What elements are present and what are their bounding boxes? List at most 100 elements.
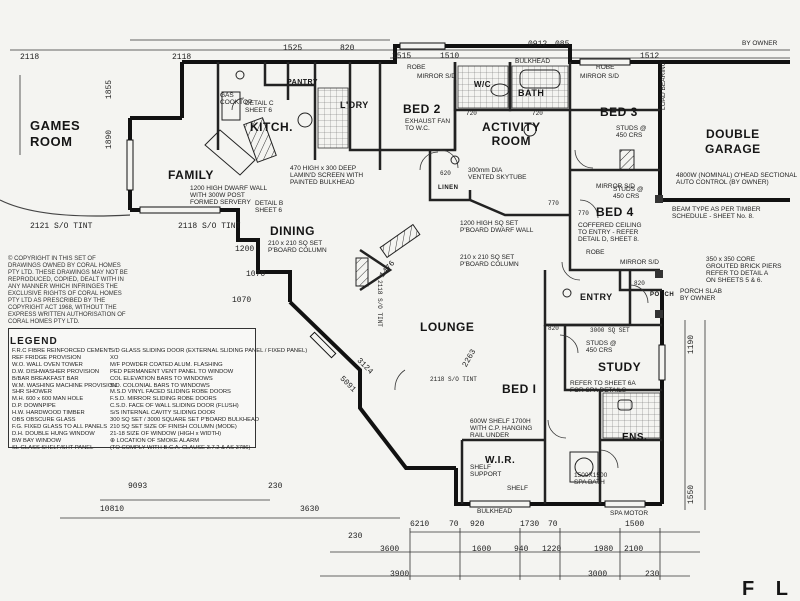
legend-item: M.S.D VINYL FACED SLIDING ROBE DOORS	[110, 389, 231, 396]
room-bed2: BED 2	[403, 102, 441, 116]
dimension: 770	[578, 210, 589, 217]
site-boundary	[0, 199, 131, 217]
legend-item: F.G. FIXED GLASS TO ALL PANELS	[12, 423, 108, 430]
label-detail-c: DETAIL C SHEET 6	[245, 100, 274, 114]
copyright-notice: © COPYRIGHT IN THIS SET OF DRAWINGS OWNE…	[8, 256, 128, 325]
dimension: 1515	[392, 52, 412, 61]
dimension: 1855	[105, 79, 115, 100]
label-detail-b: DETAIL B SHEET 6	[255, 200, 284, 214]
label-robe-3: ROBE	[586, 249, 605, 256]
hatched-screens	[243, 117, 635, 287]
legend-item: 210 SQ SET SIZE OF FINISH COLUMN (MODE)	[110, 423, 237, 430]
tiled-areas	[317, 65, 661, 439]
room-dining: DINING	[270, 224, 315, 238]
label-spa-bath: 1500X1500 SPA BATH	[574, 472, 608, 486]
dimension: 820	[340, 44, 355, 53]
dimension: 720	[466, 110, 477, 117]
legend-item: S.D. COLONIAL BARS TO WINDOWS	[110, 382, 210, 389]
dimension: 1980	[594, 545, 614, 554]
room-wir: W.I.R.	[485, 455, 516, 466]
room-garage: DOUBLE GARAGE	[705, 127, 761, 156]
label-lamin-screen: 470 HIGH x 300 DEEP LAMIN'D SCREEN WITH …	[290, 165, 364, 186]
dimension: 1510	[440, 52, 460, 61]
dimension: 6210	[410, 520, 430, 529]
label-studs-bed3: STUDS @ 450 CRS	[616, 125, 647, 139]
top-dimension-lines	[10, 39, 790, 59]
label-shelf-support: SHELF SUPPORT	[470, 464, 502, 478]
dimension: 0912	[528, 40, 548, 49]
legend-item: F.R.C FIBRE REINFORCED CEMENT	[12, 348, 112, 354]
dimension: 820	[634, 280, 645, 287]
legend-item: H.W. HARDWOOD TIMBER	[12, 410, 85, 417]
room-bed3: BED 3	[600, 105, 638, 119]
dimension: 770	[548, 200, 559, 207]
room-bed4: BED 4	[596, 205, 634, 219]
label-pboard-dwarf-wall: 1200 HIGH SQ SET P'BOARD DWARF WALL	[460, 220, 534, 234]
room-study: STUDY	[598, 360, 642, 374]
dimension: 1200	[235, 245, 255, 254]
legend-box	[8, 328, 256, 448]
label-exhaust-fan: EXHAUST FAN TO W.C.	[405, 118, 451, 132]
room-porch: PORCH	[650, 292, 675, 298]
dimension: 1500	[625, 520, 645, 529]
legend-item: OBS OBSCURE GLASS	[12, 417, 76, 423]
legend-item: B/BAR BREAKFAST BAR	[12, 375, 79, 382]
door-swings	[231, 97, 649, 469]
legend-item: SHR SHOWER	[12, 389, 52, 396]
room-bed1: BED I	[502, 382, 537, 396]
legend-item: M.H. 600 x 600 MAN HOLE	[12, 396, 84, 403]
legend-item: BW BAY WINDOW	[12, 437, 62, 444]
internal-walls	[216, 62, 662, 504]
dimension: 1070	[232, 296, 252, 305]
label-gas-cooktop: GAS COOKTOP	[220, 92, 253, 106]
dimension: 2118 S/O TINT	[178, 222, 241, 231]
dimension: 1730	[520, 520, 540, 529]
room-entry: ENTRY	[580, 292, 613, 302]
label-mirror-sd-3: MIRROR S/D	[596, 183, 635, 190]
label-pboard-column-2: 210 x 210 SQ SET P'BOARD COLUMN	[460, 254, 519, 268]
legend-item: PED PERMANENT VENT PANEL TO WINDOW	[110, 368, 234, 375]
dimension: 230	[268, 482, 283, 491]
dimension: 085	[555, 40, 570, 49]
external-walls	[128, 44, 790, 506]
dimension: 1550	[687, 484, 697, 505]
legend-item: S/D GLASS SLIDING DOOR (EXTERNAL SLIDING…	[110, 348, 308, 354]
label-spa-details: REFER TO SHEET 6A FOR SPA DETAILS	[570, 380, 636, 394]
legend-item: F.S.D. MIRROR SLIDING ROBE DOORS	[110, 396, 217, 403]
dimension: 1220	[542, 545, 562, 554]
legend-item: D.H. DOUBLE HUNG WINDOW	[12, 430, 95, 437]
dimension: 940	[514, 545, 529, 554]
dimension: 3900	[390, 570, 410, 579]
label-brick-piers: 350 x 350 CORE GROUTED BRICK PIERS REFER…	[706, 256, 782, 284]
label-garage-door: 4800W (NOMINAL) O'HEAD SECTIONAL AUTO CO…	[676, 172, 798, 186]
dimension: 1600	[472, 545, 492, 554]
label-beam-type: BEAM TYPE AS PER TIMBER SCHEDULE - SHEET…	[672, 206, 761, 220]
legend-item: 21-18 SIZE OF WINDOW (HIGH x WIDTH)	[110, 430, 222, 437]
label-mirror-sd-4: MIRROR S/D	[620, 259, 659, 266]
fixtures	[204, 69, 633, 483]
label-mirror-sd-1: MIRROR S/D	[417, 73, 456, 80]
label-shelf: SHELF	[507, 485, 528, 492]
label-studs-study: STUDS @ 450 CRS	[586, 340, 617, 354]
legend-item: SL GLASS SHELF/SHT PANEL	[12, 444, 94, 451]
dimension: 1070	[246, 270, 266, 279]
label-mirror-sd-2: MIRROR S/D	[580, 73, 619, 80]
smoke-alarms	[450, 155, 572, 298]
brick-piers	[655, 195, 663, 318]
legend-item: XO	[110, 354, 119, 361]
room-activity: ACTIVITY ROOM	[482, 120, 541, 148]
label-wir-shelf: 600W SHELF 1700H WITH C.P. HANGING RAIL …	[470, 418, 533, 439]
label-by-owner: BY OWNER	[742, 40, 778, 47]
dimension: 3000	[588, 570, 608, 579]
room-lounge: LOUNGE	[420, 320, 475, 334]
room-wc: W/C	[474, 80, 492, 89]
dimension: 2118 S/O TINT	[375, 280, 383, 327]
legend-item: COL ELEVATION BARS TO WINDOWS	[110, 375, 213, 382]
side-dimension-lines	[19, 75, 706, 510]
label-bulkhead-bottom: BULKHEAD	[477, 508, 513, 515]
dimension: 1890	[105, 129, 115, 150]
sheet-title-partial: F L	[742, 578, 796, 600]
dimension: 230	[645, 570, 660, 579]
dimension: 3630	[300, 505, 320, 514]
